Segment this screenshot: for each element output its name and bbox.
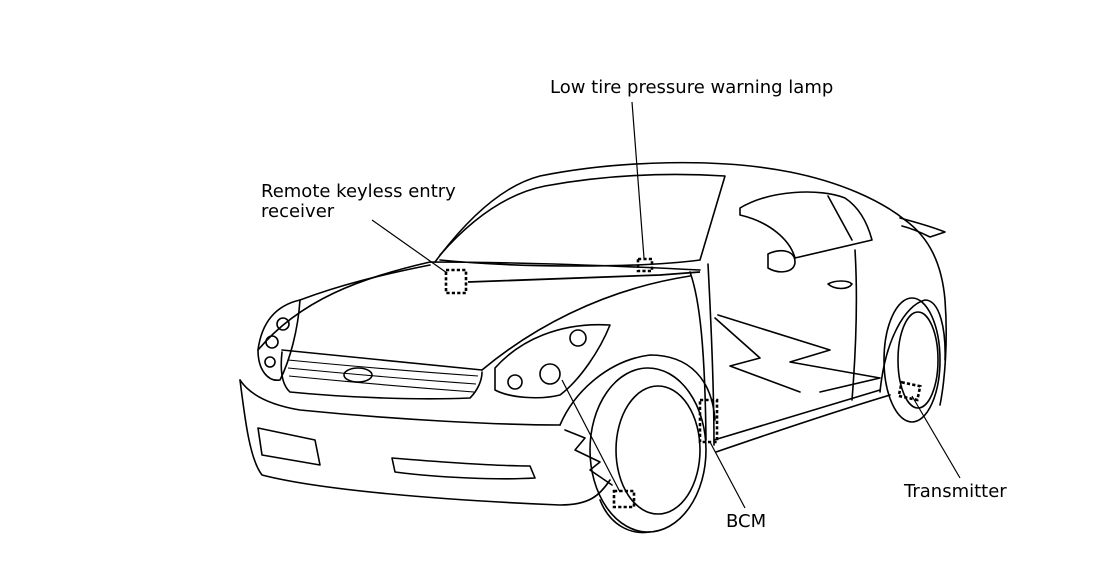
transmitter-label: Transmitter	[904, 481, 1007, 502]
front-transmitter-leader-line	[561, 379, 621, 493]
rear-wheel	[883, 297, 941, 423]
transmitter-leader-line	[911, 395, 961, 479]
bcm-box	[698, 398, 719, 444]
bcm-label: BCM	[726, 511, 767, 532]
remote-keyless-entry-receiver-label-line2: receiver	[261, 201, 335, 222]
remote-keyless-entry-receiver-box	[444, 268, 468, 295]
car-body	[239, 161, 947, 506]
lamp-leader-line	[631, 101, 645, 259]
bcm-leader-line	[709, 441, 746, 509]
front-transmitter-box	[612, 489, 636, 509]
front-wheel	[589, 367, 707, 534]
low-tire-pressure-warning-lamp-box	[636, 257, 654, 273]
low-tire-pressure-warning-lamp-label: Low tire pressure warning lamp	[550, 77, 834, 98]
receiver-leader-line	[371, 219, 448, 274]
radio-signal-zigzag	[564, 314, 881, 486]
remote-keyless-entry-receiver-label-line1: Remote keyless entry	[261, 181, 456, 202]
receiver-harness	[467, 271, 701, 283]
